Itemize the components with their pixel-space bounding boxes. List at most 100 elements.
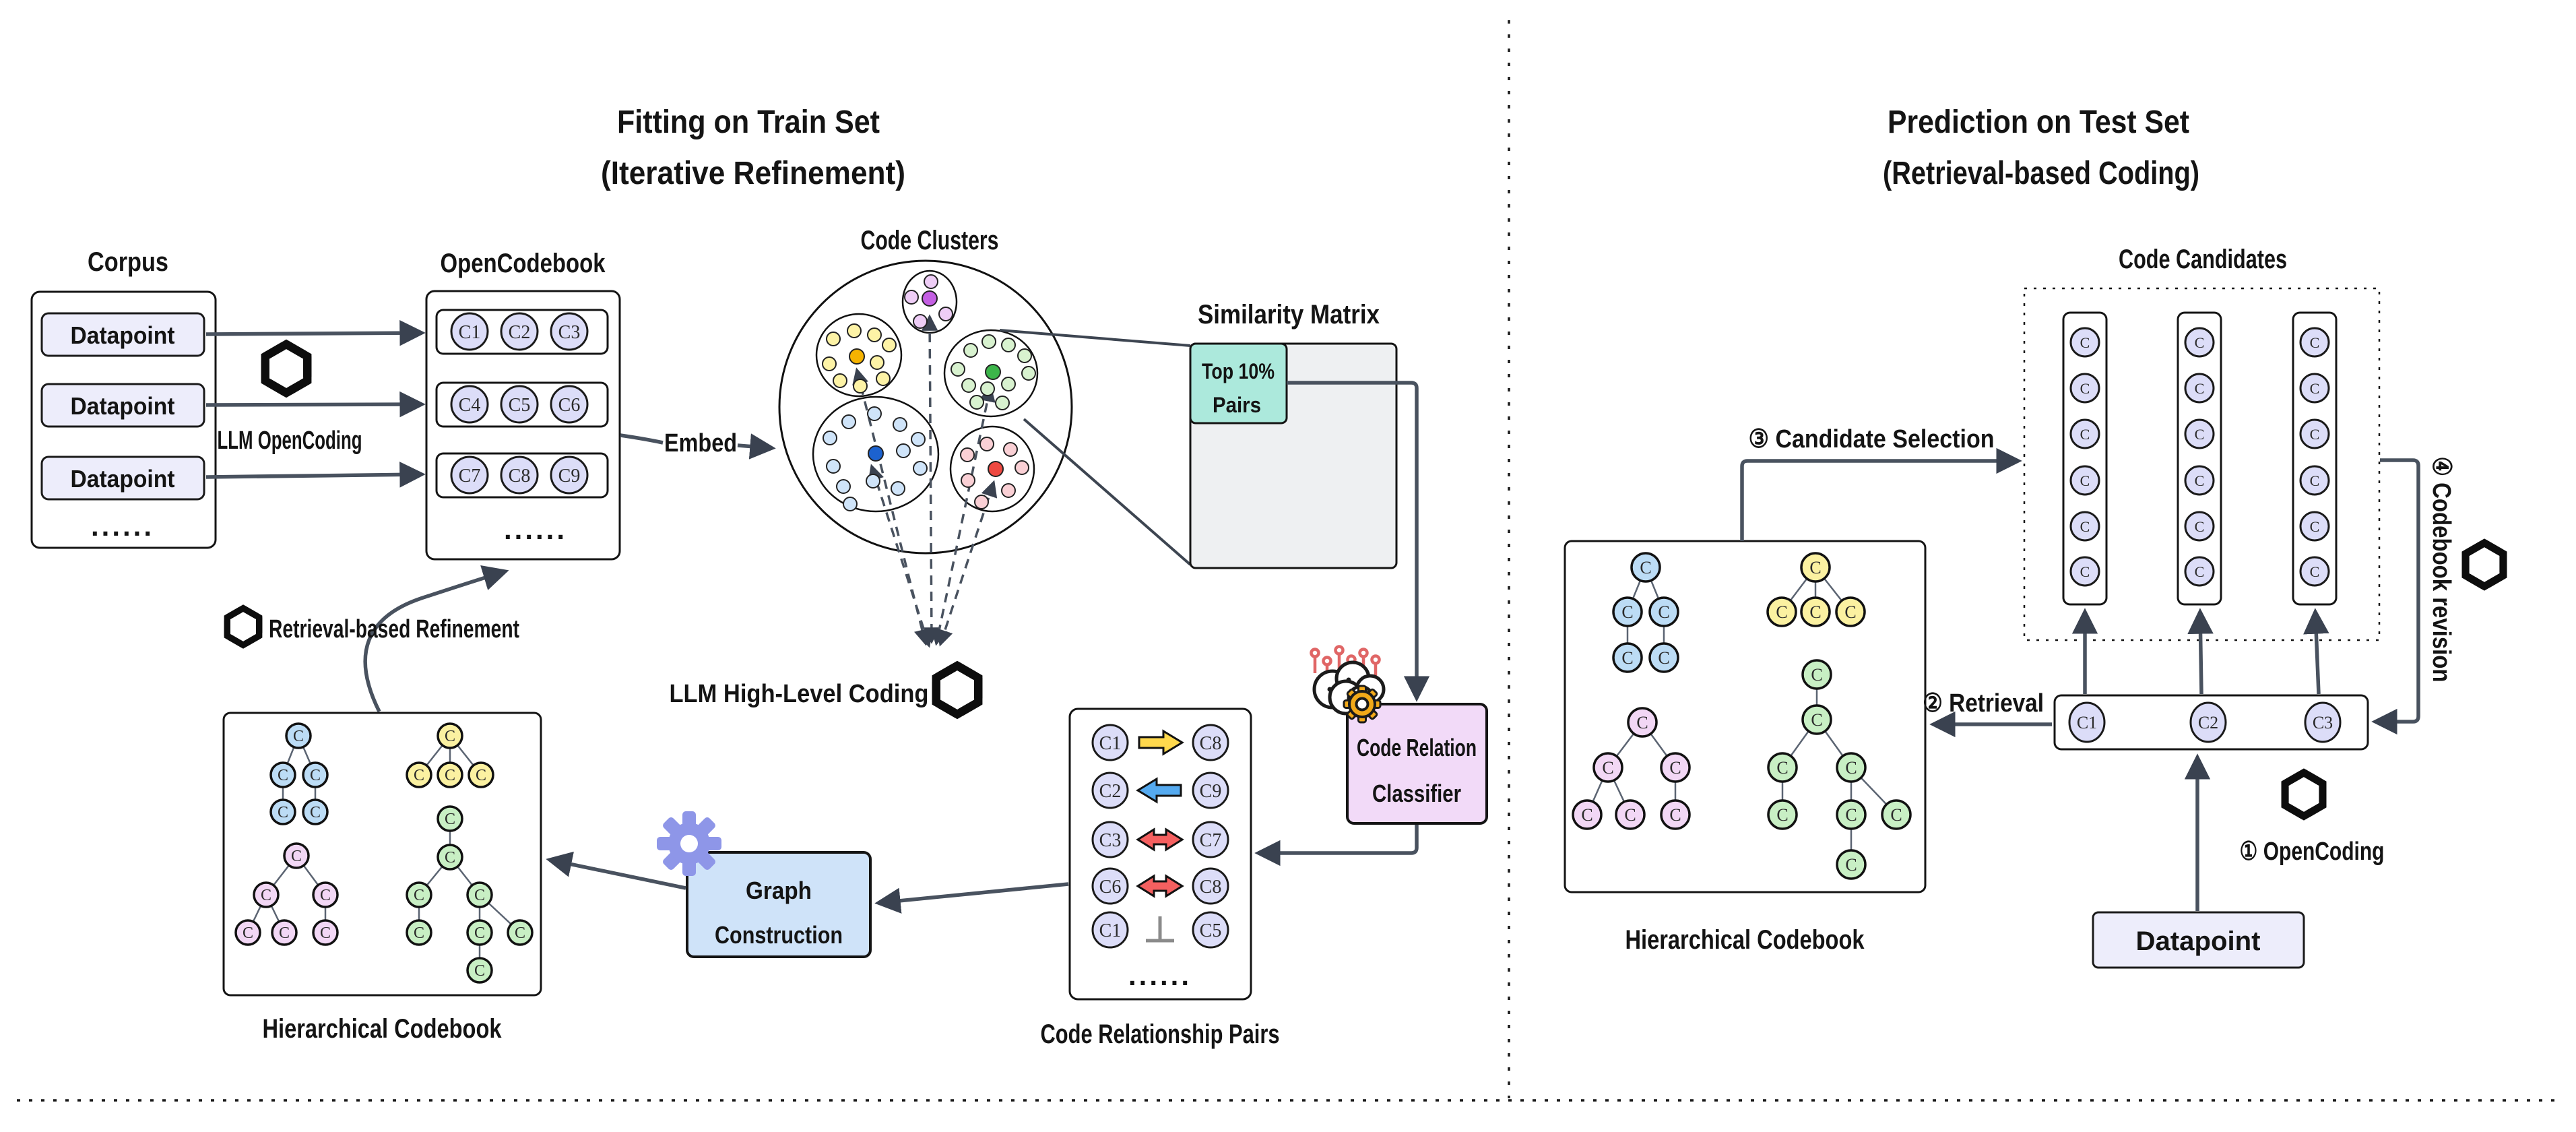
datapoint-panel: ① OpenCoding Datapoint [2092, 753, 2385, 969]
arrow-datapoint-1 [205, 319, 426, 346]
code-label: C8 [509, 466, 531, 486]
pairs-panel: C1 C8 C2 C9 C3 C7 C6 C8 C1 C5 ...... Cod… [1041, 708, 1280, 1049]
tree-blue: C C C C C [1612, 552, 1679, 673]
pair-code [1192, 821, 1229, 858]
top-pairs-line2: Pairs [1213, 393, 1261, 417]
pair-code-label: C3 [1099, 830, 1122, 851]
datapoint-label: Datapoint [71, 321, 175, 349]
pair-code-label: C2 [1099, 781, 1122, 802]
c-label: C [261, 887, 271, 904]
gear-icon [1343, 685, 1382, 724]
llm-opencoding-label: LLM OpenCoding [218, 427, 362, 455]
pair-code [1091, 867, 1129, 905]
arrow-candidate-selection [1740, 447, 2022, 541]
code-circle [450, 385, 489, 424]
c-label: C [291, 848, 302, 865]
tree-green: C C C C C C C C [406, 805, 534, 984]
embed-label: Embed [664, 429, 737, 458]
c-label: C [1658, 648, 1669, 668]
c-label: C [278, 804, 288, 821]
pairs-ellipsis: ...... [1128, 960, 1192, 991]
opencodebook-ellipsis: ...... [504, 513, 567, 545]
datapoint-box [2092, 911, 2305, 969]
openai-logo-icon [219, 604, 267, 650]
right-title-line1: Prediction on Test Set [1888, 104, 2189, 140]
datapoint-row [40, 383, 205, 428]
c-label: C [474, 924, 485, 942]
arrow-datapoint-2 [205, 391, 426, 418]
c-label: C [2310, 380, 2320, 397]
classifier-panel: Code Relation Classifier [1310, 645, 1488, 825]
c-label: C [1890, 805, 1902, 825]
arrow-graph-to-codebook [546, 851, 686, 890]
c-label: C [515, 924, 525, 942]
corpus-ellipsis: ...... [91, 510, 154, 542]
c-label: C [320, 924, 331, 942]
step3-label: ③ Candidate Selection [1749, 425, 1995, 453]
pair-code [1091, 821, 1129, 858]
c-label: C [1776, 602, 1787, 622]
gear-icon [657, 811, 721, 876]
tree-blue: C C C C C [269, 722, 329, 825]
code-circle [500, 385, 539, 424]
left-title-line1: Fitting on Train Set [617, 104, 880, 140]
c-label: C [1844, 602, 1856, 622]
pair-code [1091, 911, 1129, 949]
c-label: C [1621, 602, 1633, 622]
c-label: C [1845, 805, 1857, 825]
pair-code [1091, 772, 1129, 809]
tree-purple: C C C C C C [1572, 707, 1691, 830]
pair-code-label: C6 [1099, 877, 1122, 898]
independent-icon [1146, 916, 1174, 943]
c-label: C [445, 849, 455, 867]
c-label: C [2195, 563, 2205, 580]
query-code [2068, 701, 2106, 743]
c-label: C [474, 962, 485, 980]
cluster-dots-yellow [822, 323, 897, 394]
tree-yellow: C C C C [1766, 552, 1866, 627]
query-code-label: C3 [2313, 713, 2333, 732]
code-label: C1 [459, 322, 481, 343]
pair-code [1192, 911, 1229, 949]
c-label: C [310, 804, 321, 821]
graph-construction-box [686, 851, 872, 958]
query-code [2304, 701, 2342, 743]
tree-purple: C C C C C C [234, 842, 339, 946]
c-label: C [310, 767, 321, 784]
yellow-right-arrow-icon [1138, 729, 1184, 756]
arrow-classifier-to-pairs [1254, 825, 1419, 867]
cluster-dots-green [951, 334, 1036, 410]
dashed-link-red [936, 480, 998, 647]
c-label: C [2080, 426, 2090, 443]
query-row-panel: C1 C2 C3 ② Retrieval [1923, 608, 2369, 751]
red-double-arrow-icon [1136, 827, 1184, 852]
pair-code-label: C1 [1099, 920, 1122, 941]
c-label: C [2080, 563, 2090, 580]
query-code [2189, 701, 2227, 743]
embed-line [620, 433, 664, 445]
code-clusters-title: Code Clusters [861, 226, 999, 255]
c-label: C [2195, 334, 2205, 351]
c-label: C [2195, 380, 2205, 397]
pair-code [1192, 724, 1229, 761]
code-candidates-panel: Code Candidates C C C C C C C C C C C C … [2023, 245, 2381, 641]
c-label: C [1640, 558, 1651, 577]
c-label: C [1809, 558, 1821, 577]
candidate-codes: C C C C C C C C C C C C C C C C C C [2069, 327, 2330, 587]
top-pairs-line1: Top 10% [1202, 359, 1275, 383]
c-label: C [2310, 563, 2320, 580]
code-label: C9 [558, 466, 581, 486]
openai-logo-icon [926, 660, 989, 720]
c-label: C [2310, 518, 2320, 535]
arrow-codebook-revision [2371, 458, 2420, 735]
arrow-pairs-to-graph [874, 882, 1069, 914]
brain-classifier-icon [1310, 645, 1386, 724]
arrow-query-to-col3 [2303, 608, 2329, 695]
c-label: C [320, 887, 331, 904]
hierarchical-codebook-right: C C C C C C C C C C C C C C C C C C C C … [1564, 540, 1927, 955]
codebook-box-right [1564, 540, 1927, 893]
c-label: C [2310, 426, 2320, 443]
c-label: C [1602, 758, 1613, 778]
right-title-line2: (Retrieval-based Coding) [1883, 156, 2199, 191]
datapoint-label: Datapoint [71, 392, 175, 420]
